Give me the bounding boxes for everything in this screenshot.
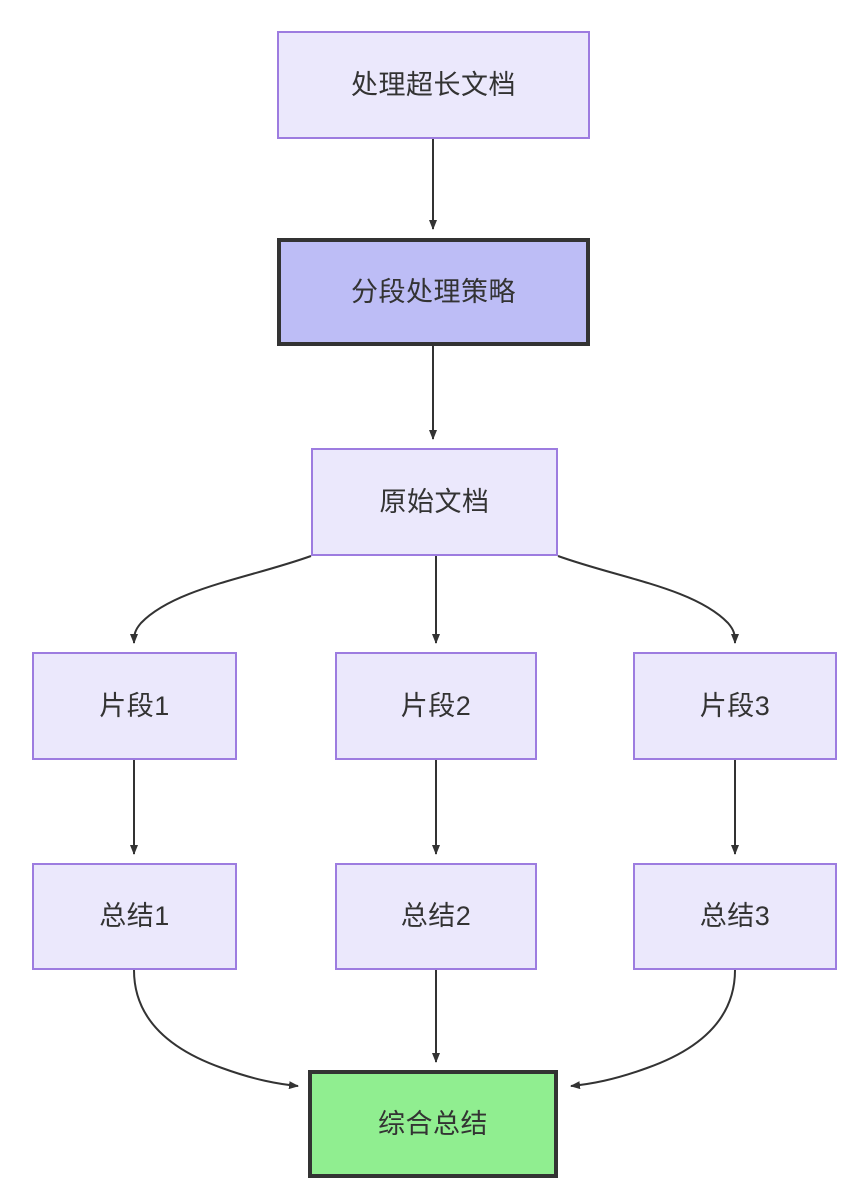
node-chunking-strategy[interactable]: 分段处理策略: [277, 238, 590, 346]
edge-n9-n10: [570, 969, 736, 1090]
node-label: 片段3: [699, 690, 771, 721]
node-summary-3[interactable]: 总结3: [633, 863, 837, 970]
node-comprehensive-summary[interactable]: 综合总结: [308, 1070, 558, 1178]
edge-n3-n4: [130, 555, 312, 644]
node-process-long-document[interactable]: 处理超长文档: [277, 31, 590, 139]
node-fragment-3[interactable]: 片段3: [633, 652, 837, 760]
edge-n3-n6: [557, 555, 739, 644]
node-label: 片段2: [400, 690, 472, 721]
node-label: 综合总结: [378, 1108, 488, 1139]
node-label: 总结3: [699, 901, 771, 932]
node-label: 总结1: [99, 901, 170, 932]
node-label: 原始文档: [379, 486, 490, 517]
node-label: 处理超长文档: [351, 69, 516, 100]
edge-n7-n10: [133, 969, 299, 1090]
node-label: 分段处理策略: [351, 276, 516, 307]
node-fragment-1[interactable]: 片段1: [32, 652, 237, 760]
node-label: 总结2: [400, 901, 472, 932]
node-summary-2[interactable]: 总结2: [335, 863, 537, 970]
node-summary-1[interactable]: 总结1: [32, 863, 237, 970]
node-original-document[interactable]: 原始文档: [311, 448, 558, 556]
node-label: 片段1: [99, 690, 170, 721]
node-fragment-2[interactable]: 片段2: [335, 652, 537, 760]
